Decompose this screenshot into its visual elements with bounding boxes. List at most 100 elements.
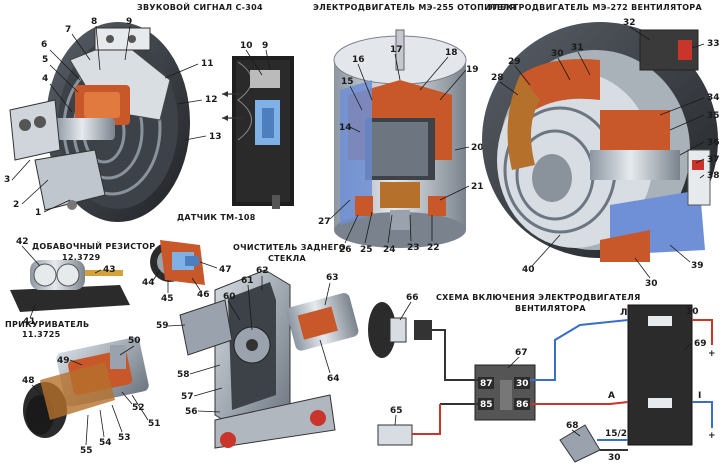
callout-38: 38 bbox=[707, 171, 720, 181]
lighter-title: ПРИКУРИВАТЕЛЬ bbox=[5, 320, 89, 329]
heater-motor-callouts: 16 17 18 19 15 14 20 21 27 26 25 24 23 2… bbox=[318, 45, 484, 255]
cleaner-title-2: СТЕКЛА bbox=[268, 254, 306, 263]
fan-motor-block-69 bbox=[627, 304, 693, 446]
lighter-code: 11.3725 bbox=[22, 330, 61, 339]
callout-58: 58 bbox=[177, 370, 190, 380]
callout-8: 8 bbox=[91, 17, 97, 27]
callout-59: 59 bbox=[156, 321, 169, 331]
callout-65: 65 bbox=[390, 406, 403, 416]
scheme-title: СХЕМА ВКЛЮЧЕНИЯ ЭЛЕКТРОДВИГАТЕЛЯ bbox=[436, 293, 641, 302]
rear-wiper-motor bbox=[179, 269, 359, 449]
relay-pin-87: 87 bbox=[480, 379, 493, 389]
callout-62: 62 bbox=[256, 266, 269, 276]
callout-32: 32 bbox=[623, 18, 636, 28]
relay-pin-30: 30 bbox=[516, 379, 529, 389]
terminal-A: А bbox=[608, 391, 615, 401]
callout-7: 7 bbox=[65, 25, 71, 35]
callout-9: 9 bbox=[126, 17, 132, 27]
callout-42: 42 bbox=[16, 237, 29, 247]
callout-5: 5 bbox=[42, 55, 48, 65]
callout-43: 43 bbox=[103, 265, 116, 275]
terminal-30: 30 bbox=[608, 453, 621, 463]
heater-motor-title: ЭЛЕКТРОДВИГАТЕЛЬ МЭ-255 ОТОПИТЕЛЯ bbox=[313, 3, 516, 12]
relay-pin-85: 85 bbox=[480, 400, 493, 410]
sensor-title: ДАТЧИК ТМ-108 bbox=[177, 213, 256, 222]
callout-46: 46 bbox=[197, 290, 210, 300]
callout-31: 31 bbox=[571, 43, 584, 53]
callout-49: 49 bbox=[57, 356, 70, 366]
terminal-plus-2: + bbox=[708, 431, 716, 441]
callout-39: 39 bbox=[691, 261, 704, 271]
callout-63: 63 bbox=[326, 273, 339, 283]
callout-9-section: 9 bbox=[262, 41, 268, 51]
callout-22: 22 bbox=[427, 243, 440, 253]
callout-36: 36 bbox=[707, 138, 720, 148]
callout-33: 33 bbox=[707, 39, 720, 49]
callout-35: 35 bbox=[707, 111, 720, 121]
callout-69: 69 bbox=[694, 339, 707, 349]
terminal-plus-1: + bbox=[708, 349, 716, 359]
horn-callouts: 7 8 9 6 5 4 11 12 13 3 2 1 bbox=[4, 17, 222, 218]
resistor-title: ДОБАВОЧНЫЙ РЕЗИСТОР bbox=[32, 240, 155, 251]
callout-19: 19 bbox=[466, 65, 479, 75]
callout-24: 24 bbox=[383, 245, 396, 255]
callout-41: 41 bbox=[23, 317, 36, 327]
callout-47: 47 bbox=[219, 265, 232, 275]
callout-45: 45 bbox=[161, 294, 174, 304]
resistor bbox=[10, 260, 130, 312]
heater-motor bbox=[333, 29, 467, 248]
callout-56: 56 bbox=[185, 407, 198, 417]
callout-4: 4 bbox=[42, 74, 48, 84]
temperature-sensor bbox=[150, 240, 205, 285]
scheme-callouts: 66 67 69 65 68 87 30 85 86 Л А I 10 + + … bbox=[390, 293, 716, 463]
callout-3: 3 bbox=[4, 175, 10, 185]
horn-assembly bbox=[9, 22, 190, 222]
horn-title: ЗВУКОВОЙ СИГНАЛ С-304 bbox=[137, 1, 263, 12]
callout-13: 13 bbox=[209, 132, 222, 142]
callout-29: 29 bbox=[508, 57, 521, 67]
callout-50: 50 bbox=[128, 336, 141, 346]
callout-10: 10 bbox=[240, 41, 253, 51]
callout-61: 61 bbox=[241, 276, 254, 286]
callout-20: 20 bbox=[471, 143, 484, 153]
callout-51: 51 bbox=[148, 419, 161, 429]
callout-68: 68 bbox=[566, 421, 579, 431]
callout-40: 40 bbox=[522, 265, 535, 275]
terminal-L: Л bbox=[620, 308, 627, 318]
callout-52: 52 bbox=[132, 403, 145, 413]
callout-21: 21 bbox=[471, 182, 484, 192]
fan-motor-callouts: 32 33 31 30 29 28 34 35 36 37 38 39 40 3… bbox=[491, 18, 720, 289]
callout-64: 64 bbox=[327, 374, 340, 384]
callout-30-top: 30 bbox=[551, 49, 564, 59]
callout-15: 15 bbox=[341, 77, 354, 87]
callout-48: 48 bbox=[22, 376, 35, 386]
callout-54: 54 bbox=[99, 438, 112, 448]
callout-53: 53 bbox=[118, 433, 131, 443]
fan-motor bbox=[482, 22, 718, 262]
callout-18: 18 bbox=[445, 48, 458, 58]
callout-57: 57 bbox=[181, 392, 194, 402]
terminal-10: 10 bbox=[686, 307, 699, 317]
callout-26: 26 bbox=[339, 245, 352, 255]
callout-30-bottom: 30 bbox=[645, 279, 658, 289]
callout-28: 28 bbox=[491, 73, 504, 83]
resistor-code: 12.3729 bbox=[62, 253, 101, 262]
cigarette-lighter bbox=[23, 337, 149, 438]
callout-37: 37 bbox=[707, 155, 720, 165]
cleaner-title: ОЧИСТИТЕЛЬ ЗАДНЕГО bbox=[233, 243, 346, 252]
callout-16: 16 bbox=[352, 55, 365, 65]
callout-12: 12 bbox=[205, 95, 218, 105]
callout-11: 11 bbox=[201, 59, 214, 69]
lighter-callouts: 49 50 48 51 52 53 54 55 bbox=[22, 336, 161, 456]
terminal-I: I bbox=[698, 391, 701, 401]
callout-23: 23 bbox=[407, 243, 420, 253]
fan-wiring-scheme bbox=[368, 302, 713, 463]
scheme-title-2: ВЕНТИЛЯТОРА bbox=[515, 304, 586, 313]
relay-pin-86: 86 bbox=[516, 400, 529, 410]
callout-6: 6 bbox=[41, 40, 47, 50]
callout-2: 2 bbox=[13, 200, 19, 210]
callout-44: 44 bbox=[142, 278, 155, 288]
callout-67: 67 bbox=[515, 348, 528, 358]
callout-17: 17 bbox=[390, 45, 403, 55]
